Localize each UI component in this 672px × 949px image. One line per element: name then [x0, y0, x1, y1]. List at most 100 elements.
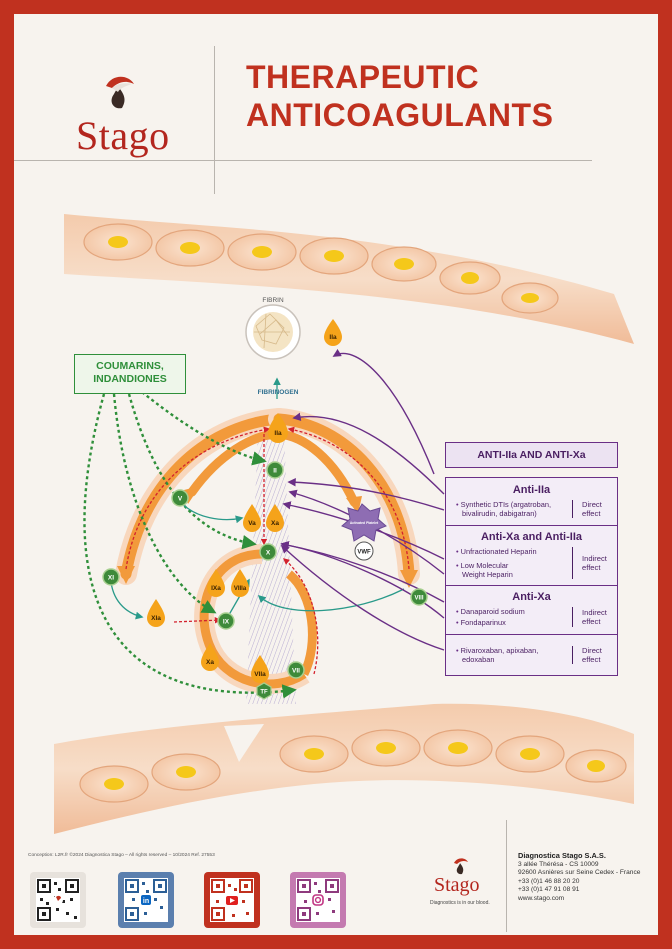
node-ii: II: [266, 461, 284, 479]
footer-tagline: Diagnostics is in our blood.: [430, 900, 490, 906]
factor-vii-label: VII: [292, 668, 300, 675]
drug-synthetic-dtis-cont: bivalirudin, dabigatran): [462, 509, 537, 518]
activated-platelet-label: Activated Platelet: [350, 521, 379, 525]
section-anti-iia-title: Anti-IIa: [512, 484, 551, 496]
drop-iia: IIa: [268, 413, 288, 443]
footer-stago-wordmark: Stago: [434, 874, 480, 896]
bracket-4: [572, 646, 573, 664]
fibrinogen-label: FIBRINOGEN: [258, 389, 299, 396]
drug-lmwh: • Low Molecular: [456, 561, 509, 570]
drug-rivaroxaban: • Rivaroxaban, apixaban,: [456, 646, 539, 655]
drop-xa: Xa: [266, 504, 284, 532]
address-line-1: 3 allée Thérésa - CS 10009: [518, 860, 599, 868]
drop-va: Va: [243, 504, 261, 532]
node-ix: IX: [217, 612, 235, 630]
factor-x-label: X: [266, 550, 271, 557]
linkedin-qr-icon: in: [124, 878, 168, 922]
drop-xa-2: Xa: [201, 643, 219, 671]
phone: +33 (0)1 46 88 20 20: [518, 877, 580, 885]
title-line-2: ANTICOAGULANTS: [246, 97, 554, 133]
youtube-qr-icon: [210, 878, 254, 922]
node-v: V: [171, 489, 189, 507]
vwf-label: VWF: [357, 550, 371, 556]
header-divider-horizontal: [14, 160, 592, 161]
factor-xia-label: XIa: [151, 615, 161, 622]
qr-code-youtube[interactable]: [204, 872, 260, 928]
conception-credit: Conception: L2R.fr ©2024 Diagnostica Sta…: [28, 853, 215, 858]
footer-stago-drop-icon: [454, 858, 468, 875]
divider-1: [446, 525, 617, 526]
drug-rivaroxaban-cont: edoxaban: [462, 655, 495, 664]
arc-arrowheads: [117, 486, 418, 588]
node-viii: VIII: [410, 588, 428, 606]
qr-code-linkedin[interactable]: in: [118, 872, 174, 928]
divider-2: [446, 585, 617, 586]
stago-wordmark: Stago: [76, 113, 170, 158]
factor-viia-label: VIIa: [254, 671, 266, 678]
node-x: X: [259, 543, 277, 561]
qr-pattern-icon: [36, 878, 80, 922]
address-line-2: 92600 Asnières sur Seine Cedex - France: [518, 869, 641, 877]
factor-ix-label: IX: [223, 619, 230, 626]
factor-xa-label: Xa: [271, 520, 279, 527]
drug-lmwh-cont: Weight Heparin: [462, 570, 513, 579]
anti-header: ANTI-IIa AND ANTI-Xa: [445, 442, 618, 468]
fibrin-label: FIBRIN: [262, 297, 284, 304]
drug-danaparoid: • Danaparoid sodium: [456, 607, 525, 616]
vwf-node: VWF: [354, 541, 374, 561]
header-divider-vertical: [214, 46, 215, 194]
bracket-1: [572, 500, 573, 518]
factor-iia-label: IIa: [274, 430, 282, 437]
factor-v-label: V: [178, 496, 183, 503]
drug-fondaparinux: • Fondaparinux: [456, 618, 506, 627]
factor-viii-label: VIII: [414, 596, 423, 602]
section-anti-xa-title: Anti-Xa: [512, 591, 551, 603]
activated-platelet: Activated Platelet: [341, 503, 387, 542]
footer-divider: [506, 820, 507, 932]
website-link[interactable]: www.stago.com: [518, 894, 565, 902]
node-vii: VII: [287, 661, 305, 679]
vessel-wall-bottom: [54, 703, 634, 834]
coumarins-box: COUMARINS, INDANDIONES: [74, 354, 186, 394]
company-name: Diagnostica Stago S.A.S.: [518, 851, 606, 860]
drop-ixa: IXa: [207, 569, 225, 597]
anti-panel: Anti-IIa • Synthetic DTIs (argatroban, b…: [445, 477, 618, 676]
poster-page: Stago THERAPEUTIC ANTICOAGULANTS: [14, 14, 658, 935]
page-title: THERAPEUTIC ANTICOAGULANTS: [246, 58, 553, 134]
factor-va-label: Va: [248, 520, 256, 527]
drop-iia-top: IIa: [324, 319, 342, 346]
stago-drop-icon: [106, 76, 134, 109]
coagulation-diagram: FIBRIN FIBRINOGEN IIa IIa Va Xa XIa IXa: [54, 214, 634, 834]
drop-viia: VIIa: [251, 655, 269, 683]
drug-ufh: • Unfractionated Heparin: [456, 547, 537, 556]
svg-text:in: in: [143, 898, 149, 905]
qr-code-instagram[interactable]: [290, 872, 346, 928]
title-line-1: THERAPEUTIC: [246, 59, 480, 95]
qr-code-website[interactable]: [30, 872, 86, 928]
vessel-wall-top: [64, 214, 634, 344]
fibrin-mesh: [245, 304, 301, 360]
divider-3: [446, 634, 617, 635]
tenase-loop: [194, 544, 317, 694]
factor-tf-label: TF: [260, 690, 268, 696]
bracket-3: [572, 607, 573, 627]
bracket-2: [572, 547, 573, 579]
drop-viiia: VIIIa: [231, 569, 249, 597]
factor-viiia-label: VIIIa: [234, 586, 247, 592]
factor-ii-label: II: [273, 468, 277, 475]
factor-ixa-label: IXa: [211, 585, 221, 592]
section-anti-xa-iia-title: Anti-Xa and Anti-IIa: [480, 531, 583, 543]
node-tf: TF: [256, 682, 272, 700]
factor-xi-label: XI: [108, 575, 114, 582]
fax: +33 (0)1 47 91 08 91: [518, 886, 580, 894]
node-xi: XI: [102, 568, 120, 586]
factor-xa-2-label: Xa: [206, 659, 214, 666]
stago-logo: Stago: [54, 58, 194, 158]
drop-xia: XIa: [147, 599, 165, 627]
feedback-arrows: [125, 426, 410, 675]
factor-iia-top-label: IIa: [329, 334, 337, 341]
